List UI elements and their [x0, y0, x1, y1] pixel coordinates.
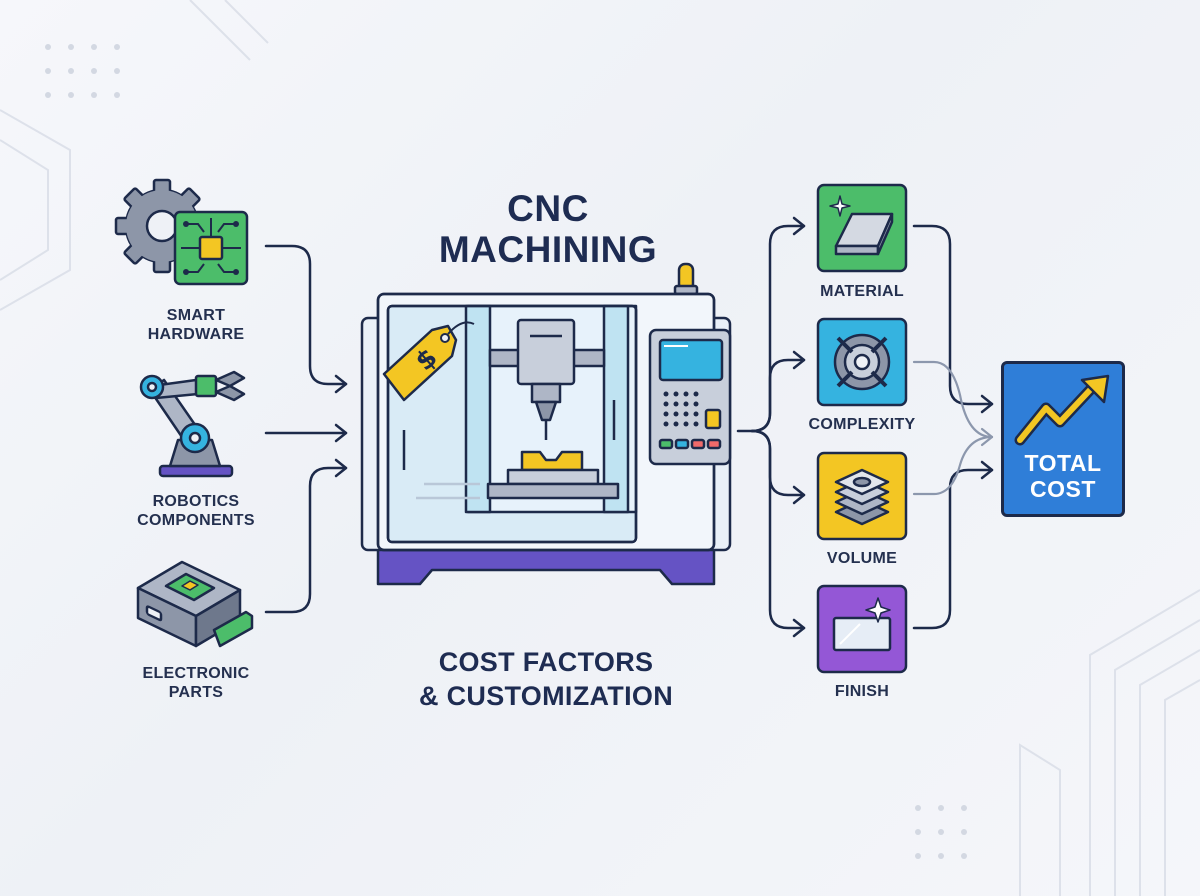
page-subtitle: COST FACTORS & CUSTOMIZATION [419, 647, 673, 711]
connector-smart-hardware [264, 244, 348, 386]
price-tag-icon: $ [382, 321, 475, 402]
page-title: CNC MACHINING [438, 188, 658, 271]
complex-part-icon [816, 317, 908, 407]
robot-arm-icon [139, 370, 246, 478]
connector-volume-to-total [912, 435, 994, 496]
factor-label-material: MATERIAL [820, 283, 904, 300]
sparkle-surface-icon [816, 584, 908, 674]
connector-finish-to-total [912, 468, 994, 630]
factor-label-finish: FINISH [834, 683, 890, 700]
electronic-module-icon [136, 560, 254, 648]
connector-electronic [264, 466, 348, 614]
connector-complexity-to-total [912, 360, 994, 439]
metal-bar-icon [816, 183, 908, 273]
gear-circuit-icon [114, 178, 249, 286]
total-cost-label: TOTAL COST [1024, 450, 1102, 503]
stacked-layers-icon [816, 451, 908, 541]
factor-label-complexity: COMPLEXITY [808, 416, 916, 433]
factor-label-volume: VOLUME [826, 550, 898, 567]
rising-trend-arrow-icon [1014, 374, 1110, 446]
